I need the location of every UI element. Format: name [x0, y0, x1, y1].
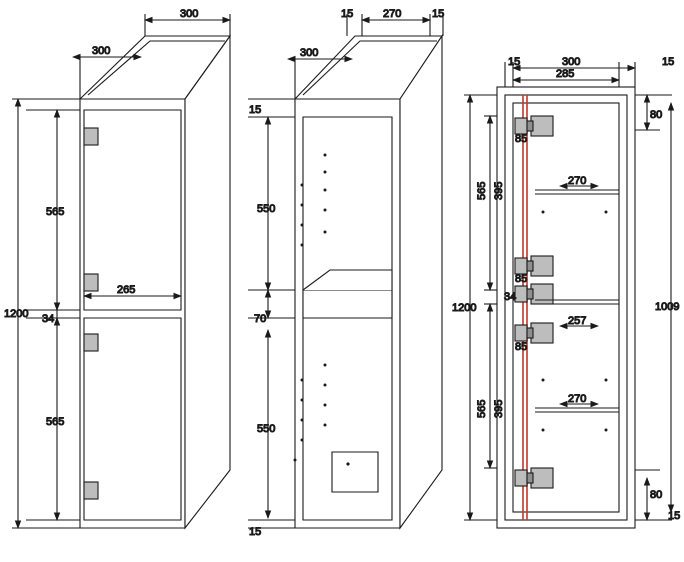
- dim-front-top-width: 300: [180, 8, 198, 20]
- dim-section-left-panel: 15: [341, 8, 353, 20]
- dim-side-lower-shelf: 270: [568, 393, 586, 405]
- dim-section-bottom-offset: 15: [249, 526, 261, 538]
- dim-side-right-edge-bottom: 15: [668, 510, 680, 522]
- dim-section-inner-width: 270: [383, 8, 401, 20]
- dim-side-hinge-offset-2: 85: [515, 273, 527, 285]
- dim-side-upper-span: 565: [476, 182, 488, 200]
- dim-section-right-panel: 15: [432, 8, 444, 20]
- dim-section-lower: 550: [257, 423, 275, 435]
- dim-front-lower-door: 565: [46, 416, 64, 428]
- dim-section-shelf: 70: [254, 313, 266, 325]
- dim-side-shelf-top: 270: [568, 175, 586, 187]
- dim-side-mid-shelf: 257: [568, 315, 586, 327]
- dim-side-overall-width: 300: [562, 56, 580, 68]
- section-view: 270 15 15 300 15 550 70 550 15: [248, 7, 445, 539]
- dim-side-inner-width: 285: [556, 68, 574, 80]
- dim-side-bottom-hinge: 80: [650, 489, 662, 501]
- dim-section-upper: 550: [257, 203, 275, 215]
- dim-side-total-height: 1200: [452, 302, 476, 314]
- dim-section-depth: 300: [300, 47, 318, 59]
- dim-front-depth: 300: [92, 45, 110, 57]
- dim-side-lower-sub: 395: [493, 400, 505, 418]
- dim-side-hinge-offset-1: 85: [515, 133, 527, 145]
- dim-side-inner-height: 1009: [655, 301, 679, 313]
- dim-side-left-edge: 15: [508, 56, 520, 68]
- dim-side-lower-span: 565: [476, 400, 488, 418]
- dim-side-mid-gap: 34: [504, 291, 516, 303]
- front-view: 300 300 565 565 34 1200 265: [3, 7, 232, 530]
- dim-side-top-hinge: 80: [650, 109, 662, 121]
- dim-side-hinge-offset-3: 85: [515, 341, 527, 353]
- dim-front-gap: 34: [42, 313, 54, 325]
- dim-section-top-offset: 15: [249, 104, 261, 116]
- side-section-view: 15 300 285 15 80 1009 80 15 1200 565 395…: [451, 55, 681, 529]
- dim-front-upper-door: 565: [46, 206, 64, 218]
- dim-front-total-height: 1200: [4, 308, 28, 320]
- dim-side-upper-sub: 395: [493, 182, 505, 200]
- dim-front-door-width: 265: [117, 284, 135, 296]
- dim-side-right-edge-top: 15: [662, 56, 674, 68]
